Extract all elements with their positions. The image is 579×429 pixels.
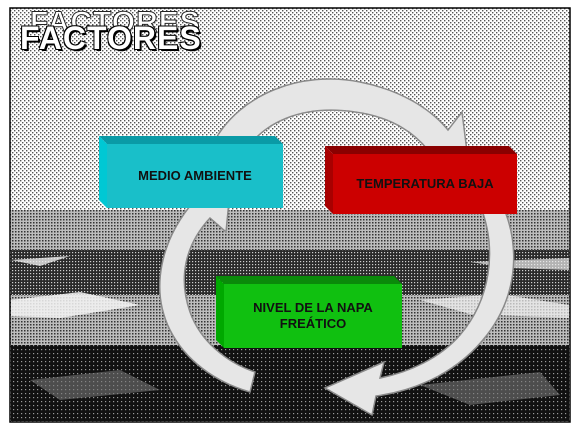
slide-title: FACTORES FACTORES [20,6,250,57]
factor-label: TEMPERATURA BAJA [356,176,494,191]
title-shadow-text: FACTORES [30,6,201,40]
title-text: FACTORES [20,20,202,56]
box-3d-edges [325,146,517,214]
box-face: TEMPERATURA BAJA [333,154,517,214]
box-3d-edges [216,276,402,348]
box-3d-edges [99,136,283,208]
box-face: MEDIO AMBIENTE [107,144,283,208]
factor-label: NIVEL DE LA NAPA FREÁTICO [253,300,373,331]
factor-box-nivel-napa: NIVEL DE LA NAPA FREÁTICO [216,276,402,348]
factor-box-temperatura-baja: TEMPERATURA BAJA [325,146,517,214]
factor-box-medio-ambiente: MEDIO AMBIENTE [99,136,283,208]
box-face: NIVEL DE LA NAPA FREÁTICO [224,284,402,348]
factor-label: MEDIO AMBIENTE [138,168,252,183]
